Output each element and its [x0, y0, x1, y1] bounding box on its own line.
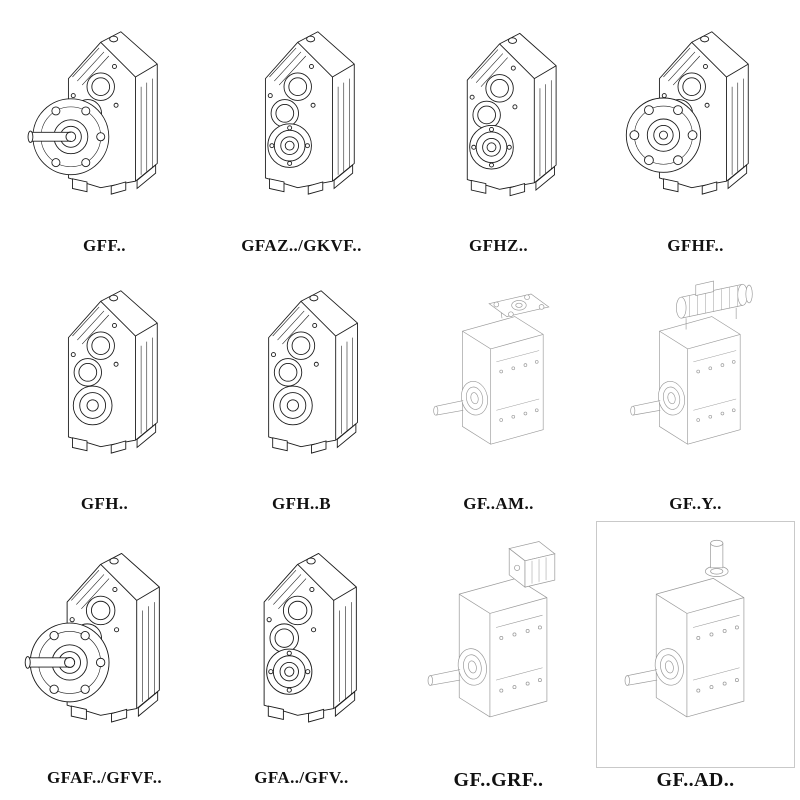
catalog-cell: GFA../GFV..: [203, 522, 400, 796]
model-label: GFF..: [83, 236, 126, 255]
gearbox-illustration-gf-grf: [400, 522, 597, 767]
catalog-cell: GF..AM..: [400, 264, 597, 522]
catalog-cell: GFAZ../GKVF..: [203, 4, 400, 264]
model-label: GFH..B: [271, 494, 332, 513]
gearbox-illustration-gfaf-gfvf: [6, 522, 203, 766]
catalog-cell: GFH..B: [203, 264, 400, 522]
gearbox-illustration-gfhz: [400, 4, 597, 234]
catalog-cell: GFF..: [6, 4, 203, 264]
model-label: GFHF..: [667, 236, 724, 255]
model-label: GFA../GFV..: [254, 768, 349, 787]
gearbox-illustration-gf-am: [400, 264, 597, 492]
model-label: GFAF../GFVF..: [46, 768, 163, 787]
model-label: GF..GRF..: [453, 769, 544, 791]
gearbox-illustration-gfh: [6, 264, 203, 492]
model-label: GF..AD..: [656, 769, 735, 791]
catalog-cell: GF..GRF..: [400, 522, 597, 796]
model-label: GFH..: [80, 494, 129, 513]
gearbox-illustration-gff: [6, 4, 203, 234]
gearbox-illustration-gfaz-gkvf: [203, 4, 400, 234]
gearbox-illustration-gfh-b: [203, 264, 400, 492]
catalog-cell: GFH..: [6, 264, 203, 522]
gearbox-illustration-gf-ad: [596, 521, 795, 768]
catalog-cell: GF..Y..: [597, 264, 794, 522]
gearbox-illustration-gfhf: [597, 4, 794, 234]
catalog-cell: GFAF../GFVF..: [6, 522, 203, 796]
gearbox-illustration-gfa-gfv: [203, 522, 400, 766]
model-label: GF..AM..: [463, 494, 534, 513]
model-label: GF..Y..: [669, 494, 722, 513]
model-label: GFHZ..: [468, 236, 529, 255]
model-label: GFAZ../GKVF..: [241, 236, 362, 255]
gearbox-illustration-gf-y: [597, 264, 794, 492]
catalog-cell: GFHF..: [597, 4, 794, 264]
catalog-cell: GFHZ..: [400, 4, 597, 264]
catalog-cell: GF..AD..: [596, 521, 795, 796]
